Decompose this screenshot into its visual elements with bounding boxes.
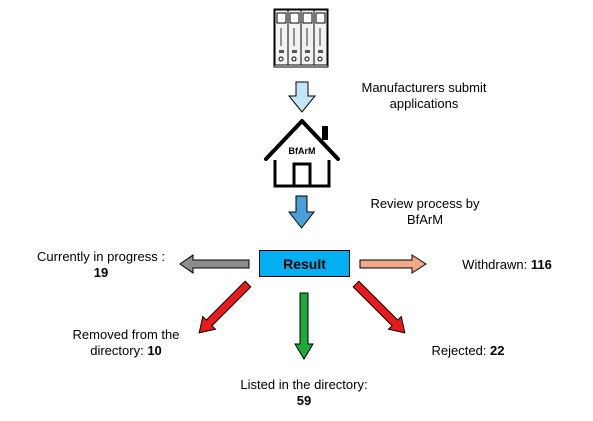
- rejected-arrow: [352, 280, 406, 334]
- submit-step-text: Manufacturers submit applications: [349, 80, 499, 112]
- removed-value: 10: [147, 343, 162, 358]
- withdrawn-text: Withdrawn: 116: [432, 257, 582, 273]
- rejected-label: Rejected:: [431, 343, 487, 358]
- listed-text: Listed in the directory: 59: [223, 377, 385, 409]
- in-progress-text: Currently in progress : 19: [20, 249, 182, 281]
- review-step-line2: BfArM: [406, 212, 444, 227]
- listed-arrow: [294, 292, 314, 360]
- withdrawn-label: Withdrawn:: [462, 257, 528, 272]
- house-label: BfArM: [288, 146, 316, 156]
- result-box: Result: [259, 250, 350, 277]
- submit-arrow: [287, 81, 317, 113]
- review-arrow: [287, 195, 316, 229]
- removed-arrow: [198, 280, 252, 334]
- binder-folders-icon: [273, 8, 329, 68]
- withdrawn-value: 116: [530, 257, 552, 272]
- house-icon: [264, 119, 340, 188]
- removed-label-line1: Removed from the: [72, 327, 180, 342]
- listed-label: Listed in the directory:: [240, 377, 368, 392]
- withdrawn-arrow: [359, 254, 427, 274]
- in-progress-label: Currently in progress :: [37, 249, 165, 264]
- submit-step-line1: Manufacturers submit: [361, 80, 487, 95]
- removed-label-line2: directory:: [90, 343, 144, 358]
- rejected-text: Rejected: 22: [418, 343, 518, 359]
- in-progress-value: 19: [93, 265, 109, 280]
- removed-text: Removed from the directory: 10: [56, 327, 196, 359]
- review-step-text: Review process by BfArM: [355, 196, 495, 228]
- in-progress-arrow: [179, 254, 250, 274]
- result-label: Result: [283, 255, 326, 272]
- submit-step-line2: applications: [389, 96, 459, 111]
- review-step-line1: Review process by: [370, 196, 480, 211]
- rejected-value: 22: [490, 343, 505, 358]
- listed-value: 59: [296, 393, 312, 408]
